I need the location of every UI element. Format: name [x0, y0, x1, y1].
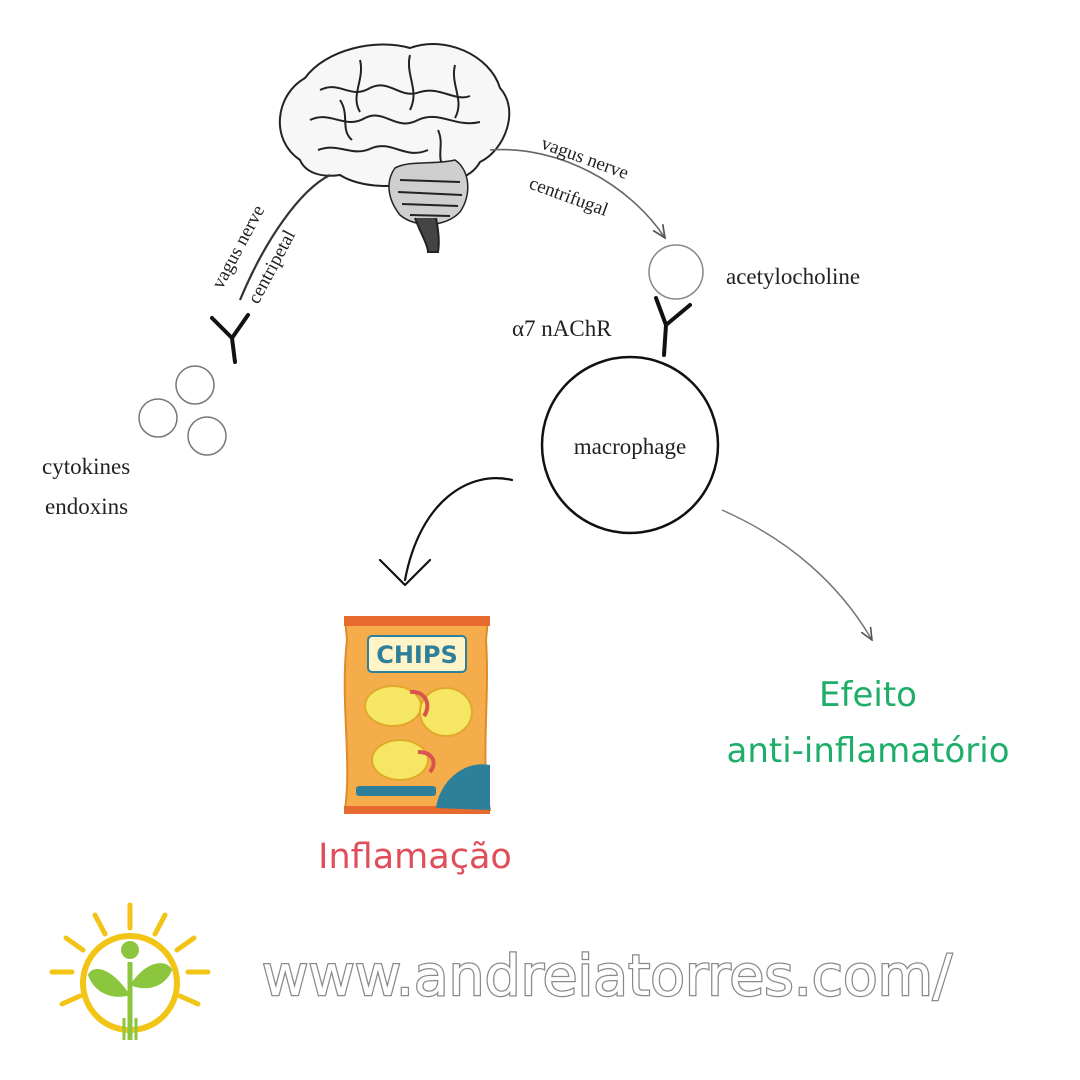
- afferent-nerve-path: [238, 174, 331, 301]
- endoxins-label: endoxins: [45, 494, 128, 519]
- cytokine-circle: [138, 398, 178, 438]
- efferent-nerve-label-2: centrifugal: [526, 173, 611, 221]
- receptor-y-icon-right: [654, 296, 692, 357]
- inflammation-arrow: [378, 477, 514, 587]
- acetylcholine-vesicle: [648, 244, 704, 300]
- cytokines-label: cytokines: [42, 454, 130, 479]
- receptor-label: α7 nAChR: [512, 316, 612, 341]
- macrophage-label: macrophage: [574, 434, 686, 459]
- macrophage-cell: [540, 355, 720, 535]
- cytokine-circle: [187, 416, 227, 456]
- anti-inflammatory-label-1: Efeito: [819, 675, 917, 715]
- brain-icon: [278, 43, 511, 253]
- anti-inflammatory-label-2: anti-inflamatório: [727, 731, 1010, 771]
- chips-bag-icon: CHIPS: [343, 616, 492, 814]
- efferent-nerve-label-1: vagus nerve: [538, 133, 631, 184]
- anti-inflammatory-arrow: [721, 509, 872, 640]
- chips-label: CHIPS: [376, 641, 458, 669]
- efferent-nerve-path: [489, 148, 665, 238]
- sun-sprout-logo-icon: [49, 902, 211, 1040]
- inflammation-label: Inflamação: [318, 837, 512, 877]
- receptor-y-icon-left: [210, 313, 250, 364]
- website-link[interactable]: www.andreiatorres.com/: [261, 943, 954, 1011]
- cytokine-circle: [175, 365, 215, 405]
- acetylcholine-label: acetylocholine: [726, 264, 860, 289]
